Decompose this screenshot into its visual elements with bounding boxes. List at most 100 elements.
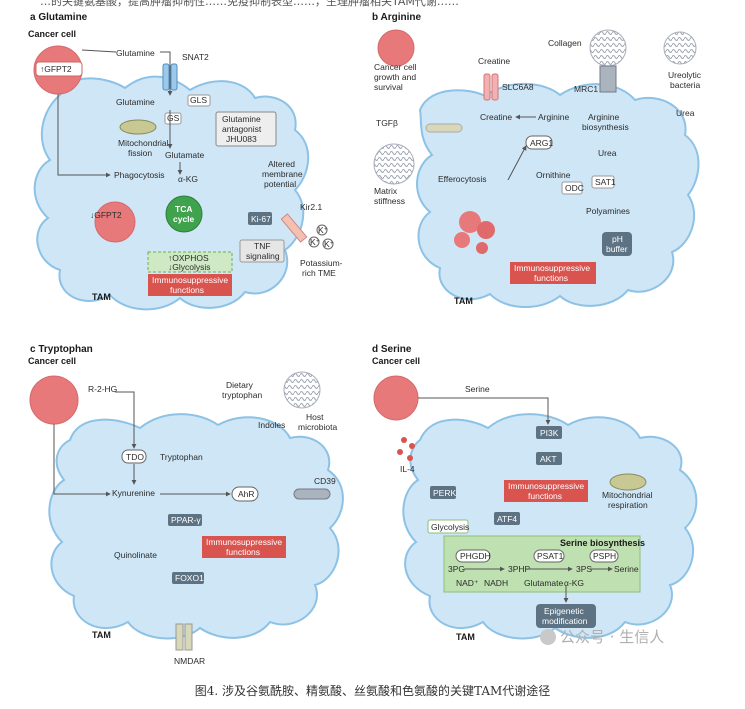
svg-text:modification: modification [542,616,588,626]
svg-text:TAM: TAM [454,296,473,306]
cancer-cell-d [373,375,419,421]
immunosuppressive-box-a [148,274,232,296]
svg-text:ARG1: ARG1 [530,138,553,148]
mitochondria-icon [119,119,157,135]
svg-text:↓Glycolysis: ↓Glycolysis [168,262,211,272]
svg-text:3PS: 3PS [576,564,592,574]
svg-text:stiffness: stiffness [374,196,405,206]
svg-text:SAT1: SAT1 [595,177,616,187]
ki67-pill [248,212,272,225]
svg-text:PI3K: PI3K [540,428,559,438]
svg-text:Arginine: Arginine [588,112,619,122]
svg-text:Serine: Serine [465,384,490,394]
svg-text:Glutamine: Glutamine [116,97,155,107]
svg-text:Serine: Serine [614,564,639,574]
panel-a: a Glutamine Cancer cell ↑GFPT2 ↓GFPT2 Gl… [28,12,343,311]
svg-text:Ornithine: Ornithine [536,170,571,180]
svg-text:AKT: AKT [540,454,557,464]
svg-text:Glutamate: Glutamate [524,578,563,588]
svg-text:IL-4: IL-4 [400,464,415,474]
svg-text:Polyamines: Polyamines [586,206,630,216]
tca-cycle [165,195,203,233]
svg-text:fission: fission [128,148,152,158]
svg-text:membrane: membrane [262,169,303,179]
svg-text:↑GFPT2: ↑GFPT2 [40,64,72,74]
svg-text:respiration: respiration [608,500,648,510]
svg-text:Dietary: Dietary [226,380,254,390]
panel-b: b Arginine Cancer cell growth and surviv… [372,12,702,308]
svg-text:K⁺: K⁺ [310,237,321,247]
cancer-cell-c [29,375,79,425]
svg-text:a Glutamine: a Glutamine [30,12,88,23]
svg-text:functions: functions [534,273,568,283]
svg-text:PSPH: PSPH [593,551,616,561]
svg-text:AhR: AhR [238,489,255,499]
cancer-cell-phagocytosed [94,201,136,243]
svg-text:microbiota: microbiota [298,422,337,432]
jhu083-box [215,111,277,147]
svg-text:Immunosuppressive: Immunosuppressive [508,481,584,491]
svg-text:Ki-67: Ki-67 [251,214,271,224]
svg-text:α-KG: α-KG [178,174,198,184]
svg-text:TGFβ: TGFβ [376,118,398,128]
svg-text:Creatine: Creatine [478,56,510,66]
watermark: 公众号 · 生信人 [540,626,664,647]
svg-text:biosynthesis: biosynthesis [582,122,629,132]
svg-text:Cancer cell: Cancer cell [28,356,76,366]
svg-text:cycle: cycle [173,214,195,224]
svg-text:3PHP: 3PHP [508,564,531,574]
svg-text:Epigenetic: Epigenetic [544,606,584,616]
slc6a8-transporter [483,73,491,101]
panel-c: c Tryptophan Cancer cell R-2-HG Dietary … [28,344,344,666]
svg-text:K⁺: K⁺ [324,239,335,249]
svg-text:Matrix: Matrix [374,186,398,196]
svg-text:ODC: ODC [565,183,584,193]
svg-text:TNF: TNF [254,241,271,251]
svg-text:Immunosuppressive: Immunosuppressive [152,275,228,285]
svg-text:Host: Host [306,412,324,422]
svg-text:growth and: growth and [374,72,416,82]
svg-text:GLS: GLS [190,95,207,105]
svg-text:Collagen: Collagen [548,38,582,48]
svg-text:Glycolysis: Glycolysis [431,522,469,532]
svg-text:α-KG: α-KG [564,578,584,588]
cancer-cell-label-a: Cancer cell [28,29,76,39]
svg-text:survival: survival [374,82,403,92]
svg-text:PPAR-γ: PPAR-γ [171,515,201,525]
mitochondria-icon-d [609,473,647,491]
svg-text:JHU083: JHU083 [226,134,257,144]
svg-text:3PG: 3PG [448,564,465,574]
svg-text:TAM: TAM [456,632,475,642]
svg-text:Glutamine: Glutamine [222,114,261,124]
svg-text:ATF4: ATF4 [497,514,517,524]
svg-text:Mitochondrial: Mitochondrial [602,490,653,500]
il4-dots [397,437,415,461]
svg-text:PSAT1: PSAT1 [537,551,564,561]
svg-text:SLC6A8: SLC6A8 [502,82,534,92]
svg-text:NAD⁺: NAD⁺ [456,578,479,588]
svg-text:Indoles: Indoles [258,420,285,430]
svg-text:GS: GS [167,113,180,123]
svg-text:bacteria: bacteria [670,80,701,90]
svg-text:NADH: NADH [484,578,508,588]
svg-text:Glutamine: Glutamine [116,48,155,58]
top-cut-text: …的关键氨基酸，提高肿瘤抑制性……免疫抑制表型……，生理肿瘤相关TAM代谢…… [40,0,459,8]
svg-text:antagonist: antagonist [222,124,262,134]
ph-buffer-box [602,232,632,256]
wechat-icon [540,629,556,645]
svg-text:PERK: PERK [433,488,456,498]
svg-text:buffer: buffer [606,244,628,254]
snat2-transporter [162,63,170,91]
tumor-cell-b [377,29,415,67]
svg-text:Efferocytosis: Efferocytosis [438,174,487,184]
svg-text:TAM: TAM [92,292,111,302]
svg-text:TDO: TDO [126,452,144,462]
svg-text:Altered: Altered [268,159,295,169]
immunosuppressive-box-c [202,536,286,558]
gfpt2-up-box [35,61,83,77]
svg-text:Creatine: Creatine [480,112,512,122]
svg-text:Kynurenine: Kynurenine [112,488,155,498]
immunosuppressive-box-b [510,262,596,284]
epigenetic-box [536,604,596,628]
